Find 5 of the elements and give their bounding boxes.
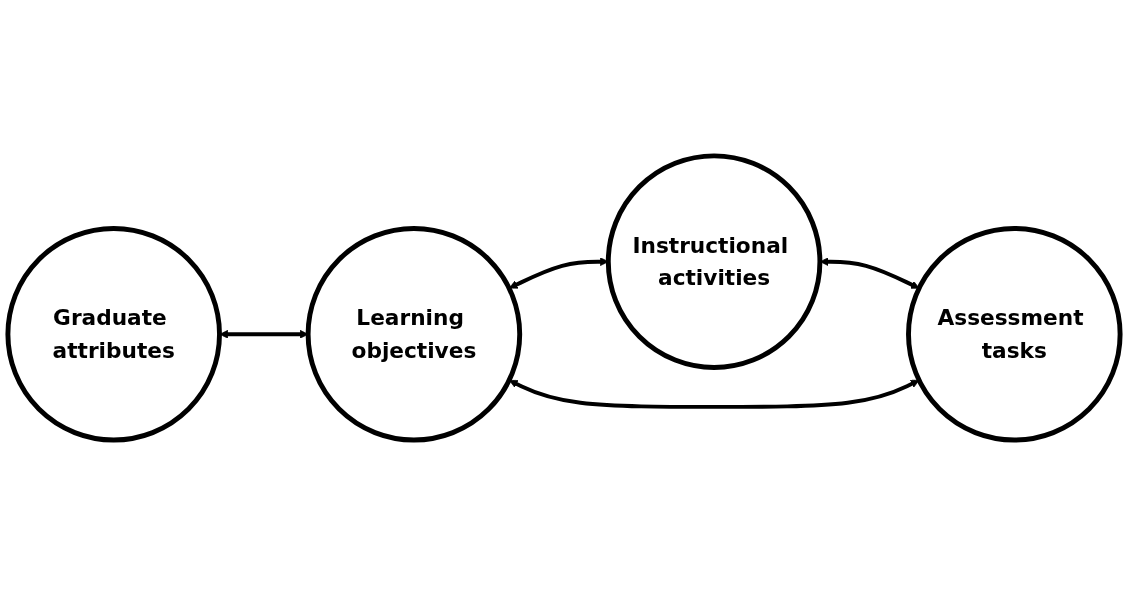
node-circle: Learning objectives: [305, 226, 523, 443]
arrow: [509, 379, 920, 409]
node-circle: Graduate attributes: [5, 226, 222, 443]
node-circle: Instructional activities: [605, 153, 823, 370]
node-circle: Assessment tasks: [906, 226, 1123, 443]
